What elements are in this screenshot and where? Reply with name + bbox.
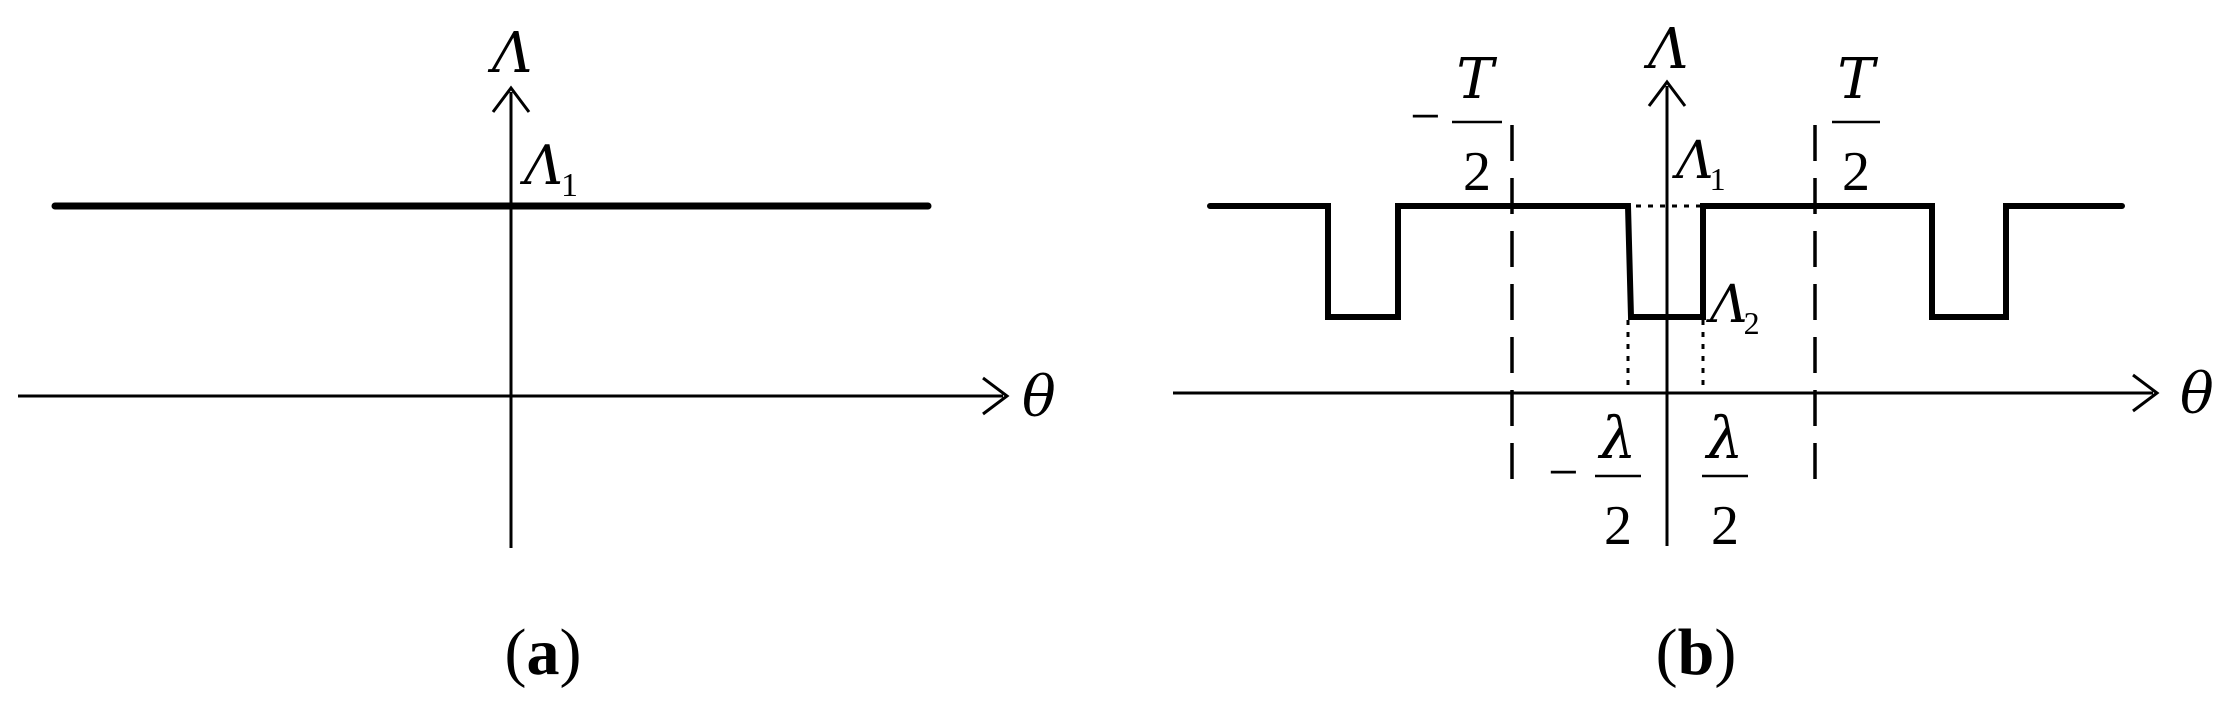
svg-text:2: 2 xyxy=(1711,495,1739,557)
svg-text:2: 2 xyxy=(1604,495,1632,557)
svg-text:λ: λ xyxy=(1598,404,1637,472)
panel-b-neg-T-half-label: − T 2 xyxy=(1410,47,1502,203)
panel-a-x-axis-label: θ xyxy=(1022,365,1056,430)
panel-b-x-arrowhead xyxy=(2132,373,2160,413)
panel-b: Λ θ Λ1 Λ2 − T 2 T 2 − λ 2 λ 2 xyxy=(1173,17,2214,689)
panel-b-neg-lambda-half-label: − λ 2 xyxy=(1548,404,1641,557)
panel-b-pos-lambda-half-label: λ 2 xyxy=(1702,404,1748,557)
panel-a-x-arrowhead xyxy=(982,376,1010,416)
svg-text:−: − xyxy=(1410,86,1440,146)
panel-b-pos-T-half-label: T 2 xyxy=(1832,47,1880,203)
svg-text:T: T xyxy=(1837,47,1878,112)
svg-text:λ: λ xyxy=(1705,404,1744,472)
svg-text:2: 2 xyxy=(1842,141,1870,203)
panel-b-waveform xyxy=(1207,203,2125,320)
panel-a-y-arrowhead xyxy=(491,85,531,113)
panel-a-level-label: Λ1 xyxy=(519,134,578,204)
svg-text:T: T xyxy=(1456,47,1497,112)
panel-b-level1-label: Λ1 xyxy=(1672,131,1726,197)
panel-b-level2-label: Λ2 xyxy=(1706,275,1760,341)
svg-text:2: 2 xyxy=(1463,141,1491,203)
panel-b-y-arrowhead xyxy=(1647,79,1687,107)
panel-a-y-axis-label: Λ xyxy=(487,21,532,86)
panel-b-x-axis-label: θ xyxy=(2180,362,2214,427)
panel-a: Λ θ Λ1 (a) xyxy=(18,21,1056,689)
svg-text:−: − xyxy=(1548,442,1578,502)
panel-b-y-axis-label: Λ xyxy=(1643,17,1688,82)
panel-b-caption: (b) xyxy=(1656,616,1737,689)
panel-a-caption: (a) xyxy=(505,616,582,689)
